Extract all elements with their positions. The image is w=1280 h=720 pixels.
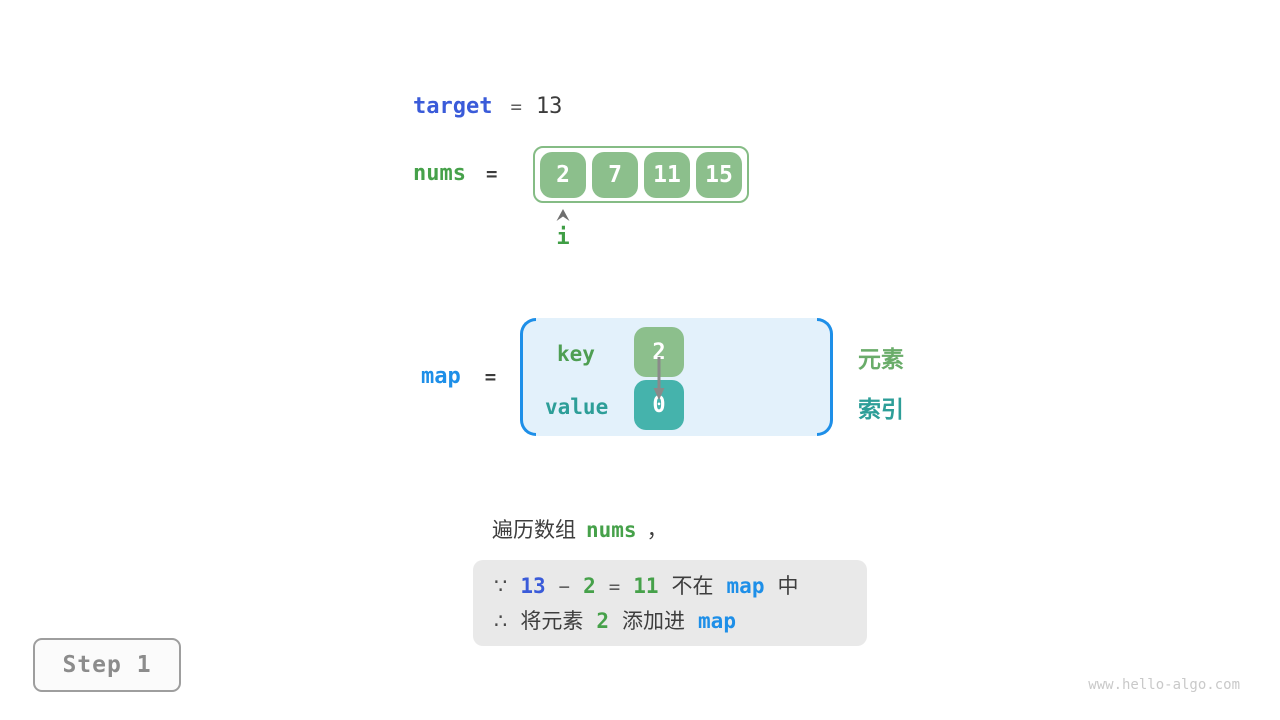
caption-line: 遍历数组 nums ， <box>492 514 668 544</box>
element-annotation: 元素 <box>858 346 904 372</box>
map-right-bracket <box>817 318 833 436</box>
because-symbol: ∵ <box>494 575 508 598</box>
hash-map-container: key value 2 0 <box>520 318 833 436</box>
map-left-bracket <box>520 318 536 436</box>
nums-variable-name: nums <box>413 161 466 186</box>
note-text-add-element: 将元素 <box>520 610 584 633</box>
difference: 11 <box>633 574 659 598</box>
index-pointer: i <box>549 209 577 249</box>
array-cell: 2 <box>540 151 586 198</box>
subtrahend: 2 <box>583 574 596 598</box>
watermark: www.hello-algo.com <box>1088 677 1240 693</box>
note-text-not-in: 不在 <box>671 575 714 598</box>
note-text-in: 中 <box>777 575 799 598</box>
index-pointer-label: i <box>556 225 570 250</box>
caption-comma: ， <box>646 519 668 542</box>
target-value: 13 <box>535 94 563 119</box>
note-line-therefore: ∴ 将元素 2 添加进 map <box>494 604 867 639</box>
target-equals-sign: = <box>510 96 522 118</box>
up-arrowhead-icon <box>556 209 570 221</box>
minuend: 13 <box>520 574 546 598</box>
index-annotation: 索引 <box>858 396 904 422</box>
target-variable-name: target <box>413 94 493 119</box>
note-text-add-into: 添加进 <box>622 610 686 633</box>
key-to-value-arrow-icon <box>653 357 665 400</box>
minus-sign: − <box>558 576 571 598</box>
nums-line-label: nums = <box>413 161 497 186</box>
target-line: target = 13 <box>413 94 562 119</box>
array-cell: 15 <box>696 151 742 198</box>
therefore-symbol: ∴ <box>494 610 508 633</box>
nums-equals-sign: = <box>485 163 498 185</box>
equals-sign: = <box>608 576 621 598</box>
note-line-because: ∵ 13 − 2 = 11 不在 map 中 <box>494 569 867 604</box>
added-element-value: 2 <box>596 609 610 633</box>
map-variable-name: map <box>421 364 461 389</box>
value-row-label: value <box>545 395 609 419</box>
array-cell: 11 <box>644 151 690 198</box>
note-map-code: map <box>726 574 765 598</box>
reasoning-note-box: ∵ 13 − 2 = 11 不在 map 中 ∴ 将元素 2 添加进 map <box>473 560 867 646</box>
map-equals-sign: = <box>484 366 497 388</box>
key-row-label: key <box>557 342 595 366</box>
caption-text: 遍历数组 <box>492 519 576 542</box>
caption-code: nums <box>586 518 637 542</box>
nums-array-container: 2 7 11 15 <box>533 146 749 203</box>
step-badge: Step 1 <box>33 638 181 692</box>
array-cell: 7 <box>592 151 638 198</box>
note-map-code: map <box>698 609 736 633</box>
map-line-label: map = <box>421 364 496 389</box>
